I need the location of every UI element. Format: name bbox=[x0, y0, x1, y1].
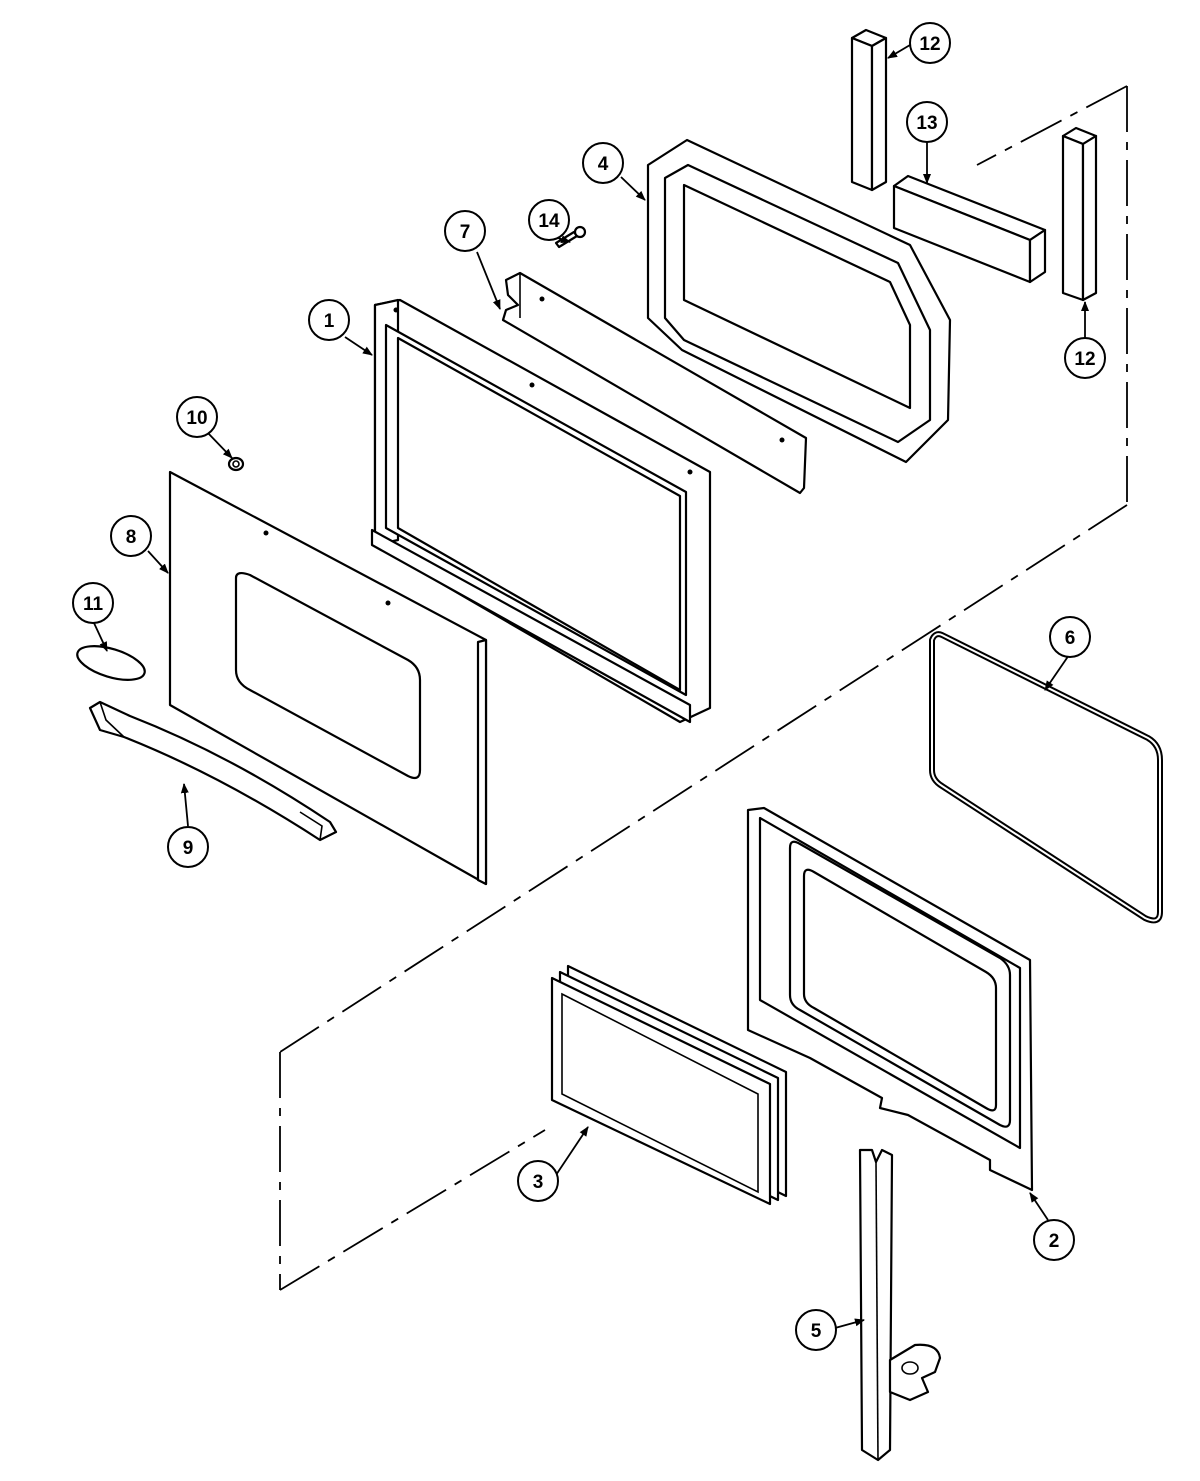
callout-12-top[interactable]: 12 bbox=[909, 22, 951, 64]
callout-2[interactable]: 2 bbox=[1033, 1219, 1075, 1261]
door-gasket-6 bbox=[929, 631, 1163, 924]
svg-text:10: 10 bbox=[186, 408, 207, 429]
door-channel-7 bbox=[501, 271, 808, 495]
nut-10 bbox=[227, 456, 245, 472]
door-insulation-frame-4 bbox=[646, 138, 952, 464]
badge-11 bbox=[76, 645, 146, 681]
svg-text:14: 14 bbox=[538, 211, 560, 232]
callout-3[interactable]: 3 bbox=[517, 1160, 559, 1202]
svg-text:5: 5 bbox=[811, 1321, 822, 1342]
callout-9[interactable]: 9 bbox=[167, 826, 209, 868]
spacer-block-12-right bbox=[1061, 126, 1098, 302]
outer-door-panel-8 bbox=[168, 470, 488, 886]
callout-11[interactable]: 11 bbox=[72, 582, 114, 624]
inner-door-frame-1 bbox=[370, 298, 712, 724]
door-hinge-5 bbox=[858, 1148, 942, 1462]
svg-text:9: 9 bbox=[183, 838, 194, 859]
callout-6[interactable]: 6 bbox=[1049, 616, 1091, 658]
inner-door-liner-2 bbox=[746, 806, 1034, 1192]
callout-8[interactable]: 8 bbox=[110, 515, 152, 557]
door-glass-pack-3 bbox=[550, 964, 788, 1206]
door-handle-9 bbox=[88, 700, 338, 842]
svg-text:7: 7 bbox=[460, 222, 471, 243]
assembly-plane-lines bbox=[279, 85, 1128, 1291]
svg-text:2: 2 bbox=[1049, 1231, 1060, 1252]
callout-7[interactable]: 7 bbox=[444, 210, 486, 252]
leader-lines bbox=[93, 44, 1089, 1329]
svg-text:4: 4 bbox=[598, 154, 609, 175]
callout-1[interactable]: 1 bbox=[308, 299, 350, 341]
callout-13[interactable]: 13 bbox=[906, 101, 948, 143]
svg-text:12: 12 bbox=[919, 34, 940, 55]
callout-14[interactable]: 14 bbox=[528, 199, 570, 241]
svg-text:12: 12 bbox=[1074, 349, 1095, 370]
svg-text:1: 1 bbox=[324, 311, 335, 332]
callout-12-bottom[interactable]: 12 bbox=[1064, 337, 1106, 379]
svg-text:13: 13 bbox=[916, 113, 937, 134]
spacer-block-12-left bbox=[850, 28, 888, 192]
callout-5[interactable]: 5 bbox=[795, 1309, 837, 1351]
spacer-bar-13 bbox=[892, 174, 1047, 284]
callout-4[interactable]: 4 bbox=[582, 142, 624, 184]
svg-text:3: 3 bbox=[533, 1172, 544, 1193]
svg-text:6: 6 bbox=[1065, 628, 1076, 649]
callout-10[interactable]: 10 bbox=[176, 396, 218, 438]
svg-text:8: 8 bbox=[126, 527, 137, 548]
svg-text:11: 11 bbox=[83, 594, 104, 615]
